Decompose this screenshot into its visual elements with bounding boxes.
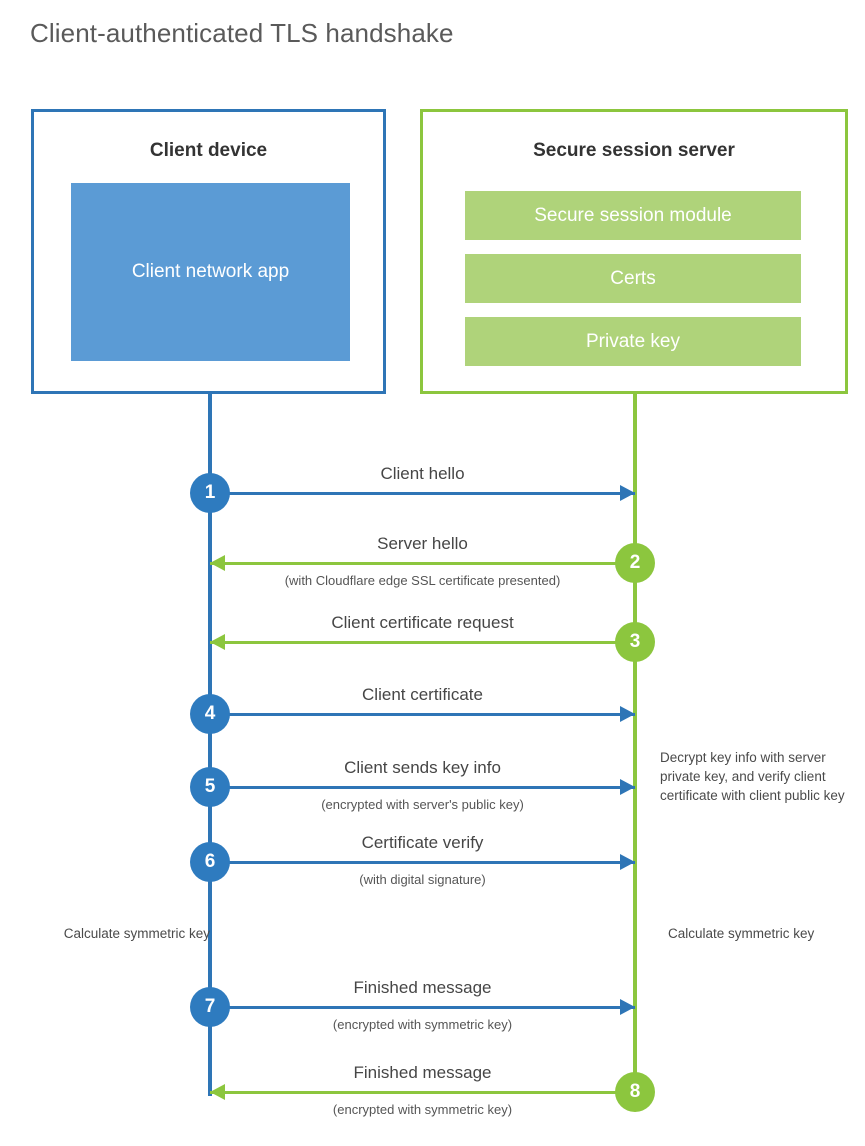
message-label: Client certificate [362,685,483,704]
client-device-title: Client device [149,140,268,161]
server-decrypt-note: Decrypt key info with server private key… [660,750,845,804]
message-label: Finished message [353,978,492,997]
message-line [210,713,635,716]
message-sublabel: (encrypted with server's public key) [321,797,524,812]
step-circle-2[interactable]: 2 [615,543,655,583]
step-circle-7[interactable]: 7 [190,987,230,1027]
arrow-head-right-icon [620,999,635,1015]
message-sublabel: (encrypted with symmetric key) [332,1102,513,1117]
server-lifeline [633,393,637,1096]
step-circle-8[interactable]: 8 [615,1072,655,1112]
client-network-app-box: Client network app [71,183,350,361]
message-line [210,861,635,864]
client-network-app-label: Client network app [131,260,290,282]
message-label: Client certificate request [331,613,514,632]
step-circle-3[interactable]: 3 [615,622,655,662]
step-circle-5[interactable]: 5 [190,767,230,807]
message-label: Client sends key info [344,758,501,777]
server-bar-secure-session-module: Secure session module [465,191,801,240]
message-line [210,1091,635,1094]
message-label: Client hello [380,464,465,483]
client-calculate-symmetric-key-note: Calculate symmetric key [63,926,210,941]
message-label: Finished message [353,1063,492,1082]
arrow-head-left-icon [210,555,225,571]
arrow-head-right-icon [620,779,635,795]
message-label: Certificate verify [361,833,484,852]
client-device-box: Client device Client network app [31,109,386,394]
arrow-head-right-icon [620,706,635,722]
step-circle-6[interactable]: 6 [190,842,230,882]
message-label: Server hello [377,534,468,553]
client-lifeline [208,393,212,1096]
message-sublabel: (encrypted with symmetric key) [332,1017,513,1032]
message-line [210,492,635,495]
arrow-head-right-icon [620,854,635,870]
page-title: Client-authenticated TLS handshake [30,18,454,48]
arrow-head-right-icon [620,485,635,501]
message-sublabel: (with Cloudflare edge SSL certificate pr… [284,573,561,588]
message-sublabel: (with digital signature) [359,872,486,887]
step-circle-4[interactable]: 4 [190,694,230,734]
secure-session-server-box: Secure session server Secure session mod… [420,109,848,394]
message-line [210,562,635,565]
message-line [210,1006,635,1009]
secure-session-server-title: Secure session server [533,140,735,161]
arrow-head-left-icon [210,634,225,650]
message-line [210,786,635,789]
arrow-head-left-icon [210,1084,225,1100]
server-calculate-symmetric-key-note: Calculate symmetric key [668,926,815,941]
message-line [210,641,635,644]
server-bar-certs: Certs [465,254,801,303]
step-circle-1[interactable]: 1 [190,473,230,513]
server-bar-private-key: Private key [465,317,801,366]
